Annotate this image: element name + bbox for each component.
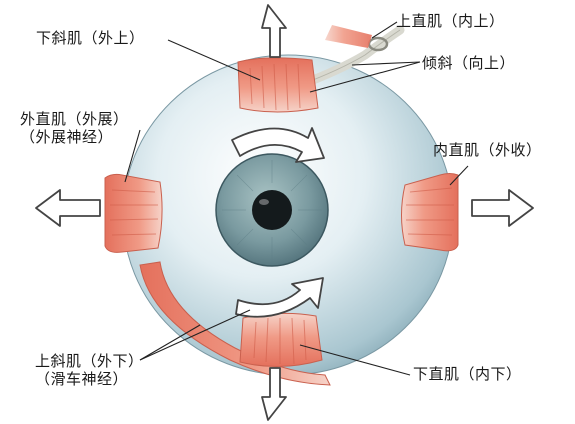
superior-oblique-tendon bbox=[295, 25, 405, 90]
label-lateral-rectus-line1: 外直肌（外展） bbox=[20, 110, 129, 128]
label-lateral-rectus: 外直肌（外展） （外展神经） bbox=[20, 110, 129, 146]
lateral-rectus-muscle bbox=[104, 173, 163, 253]
label-superior-oblique-line1: 上斜肌（外下） bbox=[35, 352, 144, 370]
pupil-highlight bbox=[259, 199, 269, 205]
arrow-left-icon bbox=[35, 189, 101, 227]
arrow-up-icon bbox=[261, 4, 287, 58]
label-superior-rectus: 上直肌（内上） bbox=[396, 12, 505, 30]
rotation-arrow-bottom bbox=[235, 277, 324, 318]
label-inferior-oblique: 下斜肌（外上） bbox=[36, 29, 145, 47]
medial-rectus-muscle bbox=[401, 173, 459, 252]
label-inferior-oblique-text: 下斜肌（外上） bbox=[36, 29, 145, 47]
arrow-down-icon bbox=[261, 367, 287, 421]
label-inferior-rectus: 下直肌（内下） bbox=[413, 365, 522, 383]
label-lateral-rectus-line2: （外展神经） bbox=[20, 128, 114, 146]
label-superior-rectus-text: 上直肌（内上） bbox=[396, 12, 505, 30]
rotation-arrow-top bbox=[231, 127, 325, 163]
label-medial-rectus: 内直肌（外收） bbox=[433, 141, 542, 159]
superior-rectus-muscle bbox=[237, 57, 319, 113]
label-inferior-rectus-text: 下直肌（内下） bbox=[413, 365, 522, 383]
iris-texture bbox=[222, 160, 322, 262]
label-superior-oblique: 上斜肌（外下） （滑车神经） bbox=[35, 352, 144, 388]
arrow-right-icon bbox=[471, 189, 534, 227]
label-tilt-text: 倾斜（向上） bbox=[422, 54, 516, 72]
pupil bbox=[252, 190, 292, 230]
inferior-rectus-muscle bbox=[239, 312, 323, 367]
label-medial-rectus-text: 内直肌（外收） bbox=[433, 141, 542, 159]
leader-lines bbox=[124, 21, 469, 376]
label-tilt: 倾斜（向上） bbox=[422, 54, 515, 72]
label-superior-oblique-line2: （滑车神经） bbox=[35, 370, 129, 388]
